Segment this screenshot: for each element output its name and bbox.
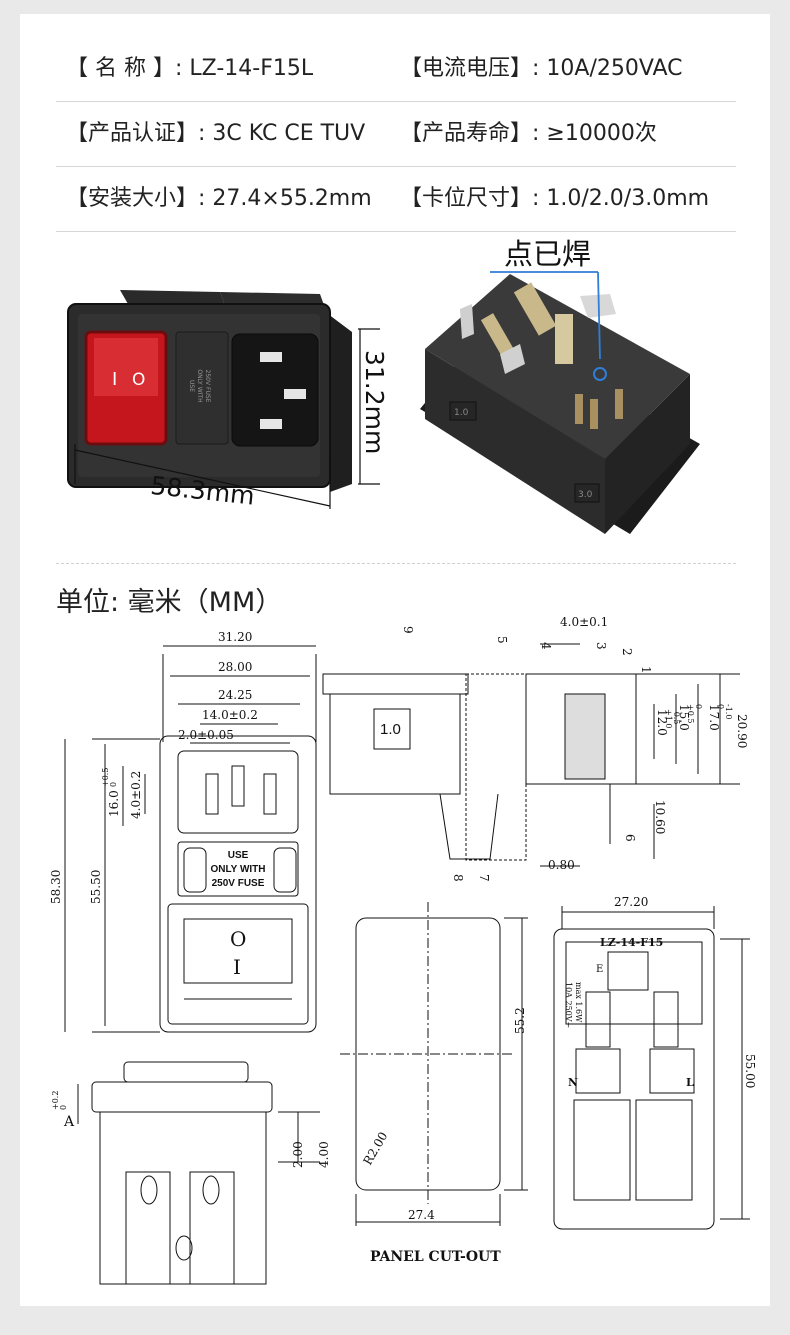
dim-4: 4.0±0.2 (129, 771, 143, 819)
callout-4: 4 (539, 642, 553, 650)
fuse-text-1: USE (188, 380, 195, 392)
weld-label: 点已焊 (504, 237, 591, 271)
dim-14: 14.0±0.2 (202, 708, 258, 722)
dim-12-tol-upper: +1.0 (664, 709, 673, 728)
back-view-labels: 27.20 55.00 LZ-14-F15 E N L 10A 250V~ ma… (564, 895, 757, 1089)
dim-4-0: 4.0±0.1 (560, 615, 608, 629)
dim-10-6: 10.60 (653, 800, 667, 834)
dim-2-00: 2.00 (291, 1141, 305, 1168)
dim-20-9: 20.90 (735, 714, 749, 748)
dim-17: 17.0 (707, 704, 721, 731)
dim-12: 12.0 (655, 709, 669, 736)
back-height: 55.00 (743, 1054, 757, 1088)
front-view-labels: 31.20 28.00 24.25 14.0±0.2 2.0±0.05 16.0… (49, 630, 266, 979)
rear-photo: 1.0 3.0 (420, 274, 700, 534)
side-section (322, 643, 740, 867)
callout-6: 6 (623, 834, 637, 842)
clip-mark-1: 1.0 (454, 408, 469, 418)
switch-off-mark: O (132, 370, 145, 390)
dim-a-tol-upper: +0.2 (51, 1091, 60, 1110)
switch-o: O (230, 927, 246, 951)
fuse-label-1: USE (228, 850, 249, 861)
dim-16: 16.0 (107, 790, 121, 817)
product-photo: I O USE ONLY WITH 250V FUSE 58.3mm 31.2m… (67, 237, 700, 534)
front-photo: I O USE ONLY WITH 250V FUSE (67, 290, 352, 492)
dim-15: 15.0 (677, 704, 691, 731)
spec-clip-size: 【卡位尺寸】: 1.0/2.0/3.0mm (400, 186, 710, 211)
dim-a-tol-lower: 0 (59, 1105, 68, 1110)
cutout-radius: R2.00 (360, 1130, 390, 1168)
fuse-text-3: 250V FUSE (204, 370, 211, 403)
dim-2: 2.0±0.05 (178, 728, 234, 742)
cutout-height: 55.2 (513, 1007, 527, 1034)
dim-58: 58.30 (49, 870, 63, 904)
fuse-label-2: ONLY WITH (210, 864, 265, 875)
spec-install-size: 【安装大小】: 27.4×55.2mm (66, 186, 372, 211)
dim-31: 31.20 (218, 630, 252, 644)
switch-on-mark: I (112, 369, 117, 390)
dim-0-8: 0.80 (548, 858, 575, 872)
dim-15-tol-lower: 0 (694, 704, 703, 709)
spec-sheet: 【 名 称 】: LZ-14-F15L 【电流电压】: 10A/250VAC 【… (20, 14, 770, 1306)
callout-3: 3 (594, 642, 608, 650)
callout-7: 7 (477, 874, 491, 882)
dim-55: 55.50 (89, 870, 103, 904)
dim-28: 28.00 (218, 660, 252, 674)
dim-12-tol-lower: -0.5 (672, 709, 681, 724)
panel-cutout (340, 902, 528, 1226)
spec-row: 【产品认证】: 3C KC CE TUV 【产品寿命】: ≥10000次 (56, 102, 736, 167)
callout-5: 5 (495, 636, 509, 644)
back-n: N (568, 1076, 578, 1089)
technical-drawing: 31.20 28.00 24.25 14.0±0.2 2.0±0.05 16.0… (49, 615, 757, 1285)
dim-24: 24.25 (218, 688, 252, 702)
bottom-view (77, 1061, 320, 1285)
spec-row: 【 名 称 】: LZ-14-F15L 【电流电压】: 10A/250VAC (56, 37, 736, 102)
callout-9: 9 (401, 626, 415, 634)
back-e: E (596, 964, 603, 975)
back-view (553, 906, 750, 1230)
panel-cutout-labels: 55.2 27.4 R2.00 PANEL CUT-OUT (360, 1007, 527, 1265)
dim-15-tol-upper: +0.5 (686, 704, 695, 723)
dim-16-tol-upper: +0.5 (101, 768, 110, 787)
divider (56, 563, 736, 564)
spec-name: 【 名 称 】: LZ-14-F15L (66, 56, 314, 81)
callout-1: 1 (639, 666, 653, 674)
clip-label: 1.0 (380, 721, 401, 738)
spec-current-voltage: 【电流电压】: 10A/250VAC (400, 56, 683, 81)
side-section-labels: 4.0±0.1 20.90 17.0 0 -1.0 15.0 +0.5 0 12… (380, 615, 749, 882)
fuse-label-3: 250V FUSE (212, 878, 265, 889)
dim-4-00: 4.00 (317, 1141, 331, 1168)
back-model: LZ-14-F15 (600, 936, 663, 949)
back-l: L (686, 1076, 694, 1089)
spec-row: 【安装大小】: 27.4×55.2mm 【卡位尺寸】: 1.0/2.0/3.0m… (56, 167, 736, 232)
callout-2: 2 (620, 648, 634, 656)
spec-lifetime: 【产品寿命】: ≥10000次 (400, 121, 657, 146)
bottom-view-labels: A +0.2 0 2.00 4.00 (51, 1091, 331, 1168)
cutout-width: 27.4 (408, 1208, 435, 1222)
front-view (64, 645, 317, 1033)
fuse-text-2: ONLY WITH (196, 369, 203, 402)
photo-height-dim: 31.2mm (360, 350, 389, 454)
callout-8: 8 (451, 874, 465, 882)
dim-17-tol-lower: -1.0 (724, 704, 733, 719)
back-rating: 10A 250V~ (564, 982, 573, 1028)
clip-mark-2: 3.0 (578, 490, 593, 500)
spec-certification: 【产品认证】: 3C KC CE TUV (66, 121, 366, 146)
dim-16-tol-lower: 0 (109, 782, 118, 787)
cutout-title: PANEL CUT-OUT (370, 1249, 501, 1265)
dim-17-tol-upper: 0 (716, 704, 725, 709)
switch-i: I (233, 955, 241, 979)
dim-a: A (63, 1114, 75, 1130)
back-width: 27.20 (614, 895, 648, 909)
back-fuse-rating: max 1.6W (574, 982, 583, 1023)
unit-label: 单位: 毫米（MM） (56, 587, 283, 618)
